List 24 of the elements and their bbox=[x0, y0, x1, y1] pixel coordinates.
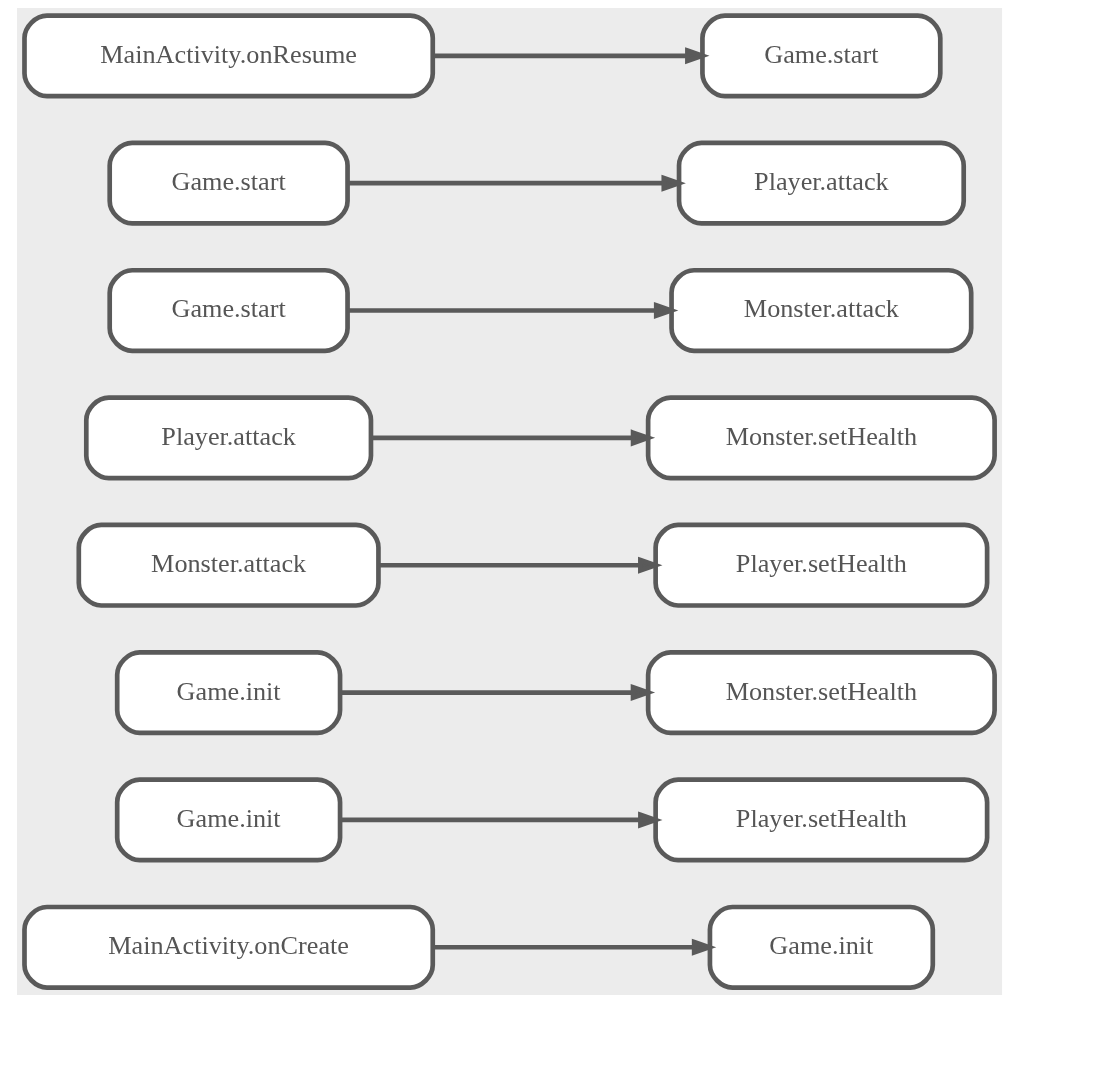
node-box: MainActivity.onCreate bbox=[22, 904, 436, 990]
arrow bbox=[340, 811, 663, 829]
node-box: Monster.attack bbox=[669, 267, 974, 354]
arrow bbox=[433, 938, 717, 956]
node-box: MainActivity.onResume bbox=[22, 13, 436, 99]
node-box: Monster.setHealth bbox=[645, 395, 997, 481]
arrow bbox=[340, 684, 656, 702]
node-box: Player.attack bbox=[83, 395, 374, 481]
node-box: Player.setHealth bbox=[653, 522, 990, 608]
node-box: Player.attack bbox=[676, 140, 967, 226]
arrow bbox=[347, 174, 686, 192]
node-box: Game.init bbox=[114, 777, 343, 863]
arrow bbox=[347, 302, 679, 320]
node-box: Game.start bbox=[107, 140, 350, 226]
node-box: Game.start bbox=[700, 13, 943, 99]
node-box: Game.start bbox=[107, 267, 350, 354]
node-box: Game.init bbox=[707, 904, 936, 990]
arrow bbox=[433, 47, 710, 65]
node-box: Monster.attack bbox=[76, 522, 381, 608]
arrow bbox=[371, 429, 656, 447]
arrow bbox=[379, 556, 663, 574]
node-box: Game.init bbox=[114, 649, 343, 736]
node-box: Player.setHealth bbox=[653, 777, 990, 863]
node-box: Monster.setHealth bbox=[645, 649, 997, 736]
